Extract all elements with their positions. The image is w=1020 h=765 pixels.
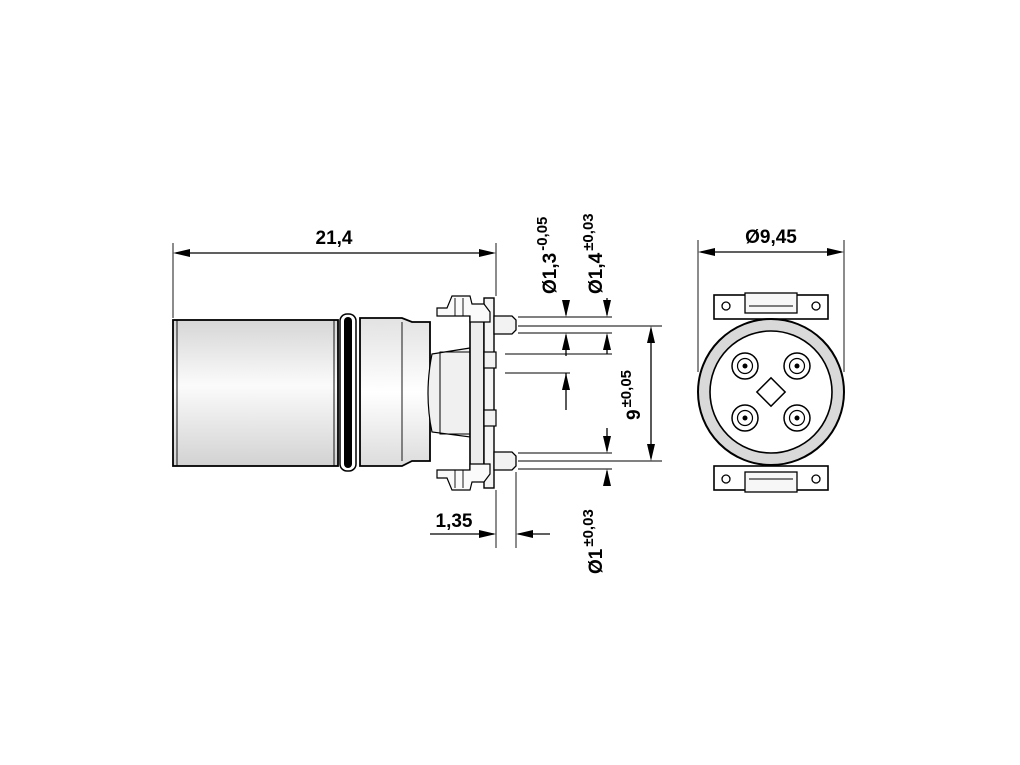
mounting-clip-bottom: [436, 463, 491, 491]
coding-key: [755, 376, 787, 408]
dim-outer-diameter-label: Ø9,45: [745, 227, 797, 248]
flange-plate: [469, 313, 485, 473]
front-tab-top: [713, 292, 829, 320]
pin-bottom: [493, 451, 517, 471]
contact-top-left: [731, 352, 759, 380]
dim-hole-a-label: Ø1,3-0,05: [534, 217, 561, 294]
dimension-flange-thickness: 1,35: [430, 472, 550, 548]
dim-hole-b-label: Ø1,4±0,03: [580, 213, 607, 294]
body-window: [427, 347, 471, 438]
pcb-pins: [483, 315, 517, 471]
mounting-clip-top: [436, 295, 491, 323]
center-lines: [505, 316, 662, 470]
dimension-pin-diameter: Ø1±0,03: [580, 428, 611, 574]
dim-pin-diameter-label: Ø1±0,03: [580, 509, 607, 574]
front-view: [697, 240, 845, 493]
side-view: [172, 243, 662, 491]
dim-overall-length-label: 21,4: [316, 228, 353, 249]
cap-sleeve: [172, 319, 339, 467]
front-tab-bottom: [713, 465, 829, 493]
dimension-hole-a: Ø1,3-0,05: [534, 217, 570, 410]
dim-pin-pitch-label: 9±0,05: [618, 370, 645, 420]
dimension-outer-diameter: Ø9,45: [698, 227, 844, 256]
contact-bottom-left: [731, 404, 759, 432]
pin-inner-2: [483, 409, 497, 427]
contact-top-right: [783, 352, 811, 380]
pin-inner-1: [483, 351, 497, 369]
dimension-overall-length: 21,4: [173, 228, 496, 257]
connector-body: [359, 317, 431, 467]
dim-flange-thickness-label: 1,35: [436, 511, 473, 532]
contact-bottom-right: [783, 404, 811, 432]
dimension-hole-b: Ø1,4±0,03: [580, 213, 611, 354]
dimension-pin-pitch: 9±0,05: [618, 326, 655, 461]
pin-top: [493, 315, 517, 335]
